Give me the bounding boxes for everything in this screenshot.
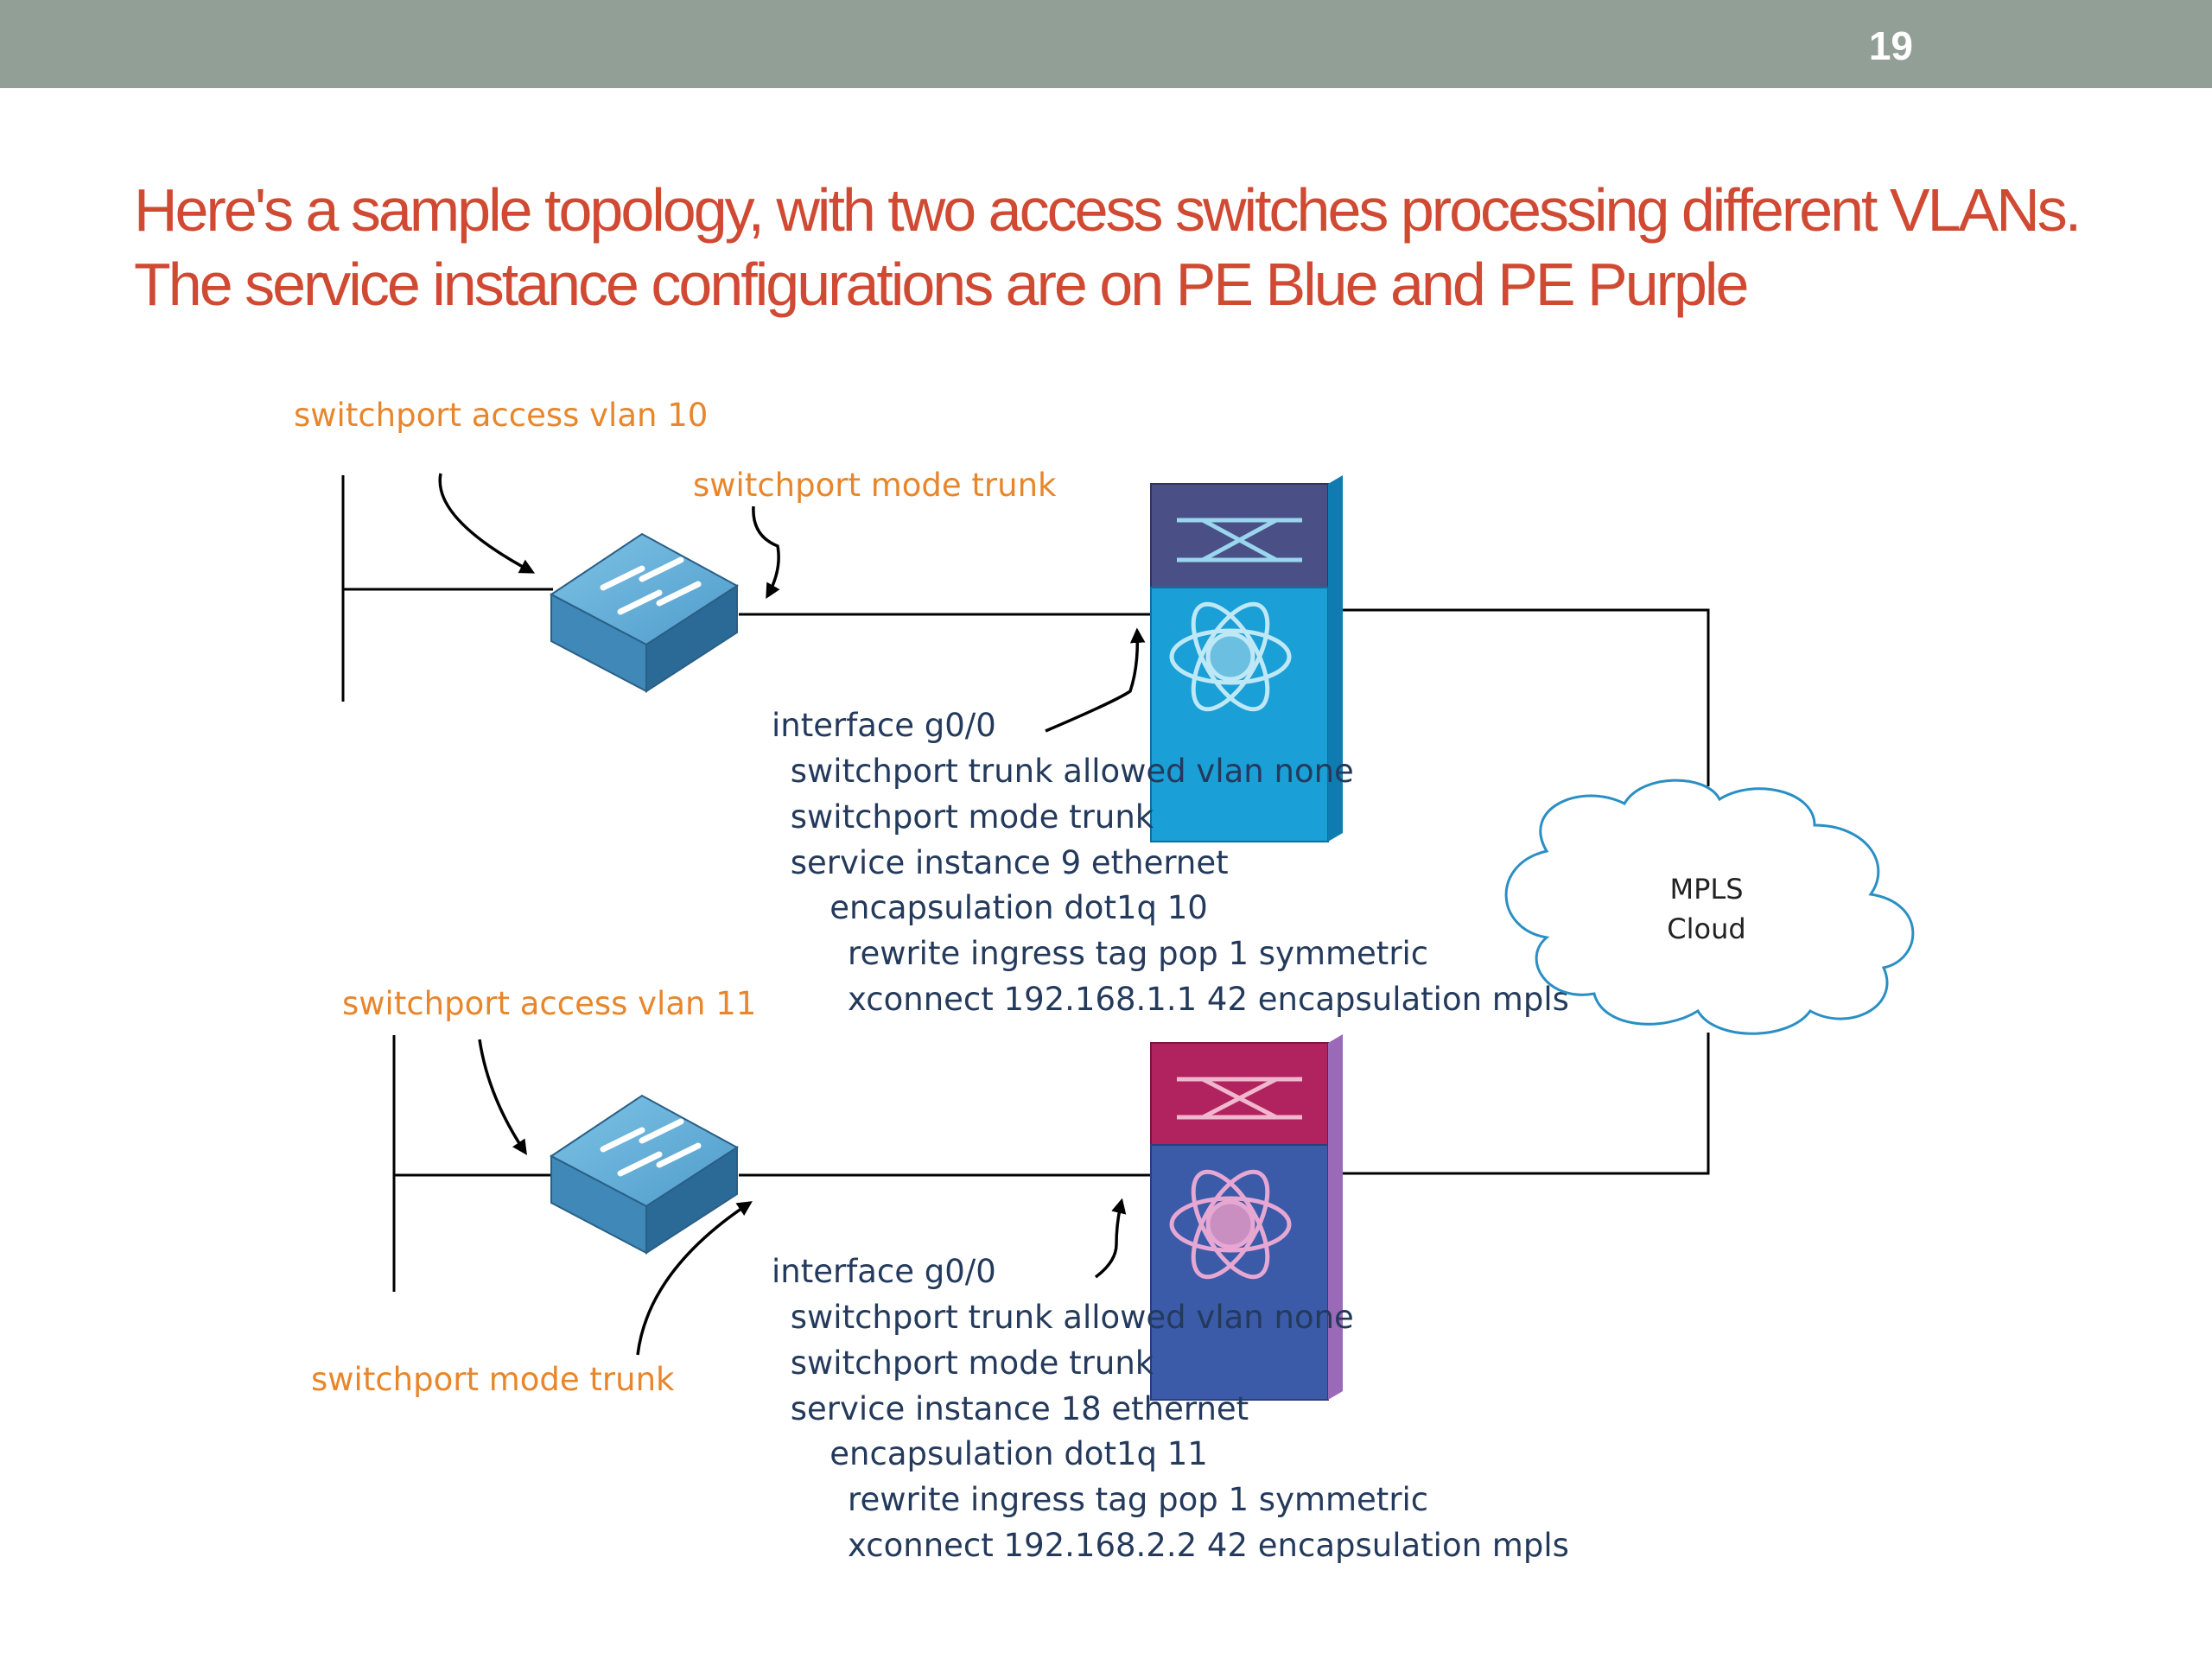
bottom-trunk-label: switchport mode trunk [311,1361,675,1398]
bottom-config-block: interface g0/0 switchport trunk allowed … [772,1253,1569,1564]
top-trunk-label: switchport mode trunk [693,467,1057,504]
router-star-icon [1169,1169,1292,1280]
top-segment: switchport access vlan 10 switchport mod… [294,397,1710,1018]
top-config-line: switchport trunk allowed vlan none [780,753,1354,790]
top-config-line: xconnect 192.168.1.1 42 encapsulation mp… [807,981,1569,1018]
cloud-label-line-1: MPLS [1669,873,1743,906]
top-config-line: rewrite ingress tag pop 1 symmetric [807,935,1428,972]
bottom-access-label: switchport access vlan 11 [342,985,756,1022]
top-access-switch [550,532,739,693]
top-config-line: switchport mode trunk [780,798,1154,836]
pe-blue-router [1150,475,1343,842]
bottom-config-line: xconnect 192.168.2.2 42 encapsulation mp… [807,1527,1569,1564]
bottom-access-arrow [478,1039,527,1155]
top-config-line: service instance 9 ethernet [780,844,1229,881]
bottom-pe-cloud-link [1332,1033,1710,1175]
top-access-arrow [438,473,536,574]
top-config-line: encapsulation dot1q 10 [799,889,1208,926]
title-line-1: Here's a sample topology, with two acces… [134,176,2082,244]
mpls-cloud: MPLS Cloud [1504,779,1915,1035]
top-config-line: interface g0/0 [772,707,996,744]
slide-title: Here's a sample topology, with two acces… [134,173,2121,321]
bottom-segment: switchport access vlan 11 switchport mod… [311,985,1710,1564]
switching-fabric-icon [1177,518,1302,563]
slide-number: 19 [1868,23,1913,68]
bottom-config-line: interface g0/0 [772,1253,996,1290]
slide-header-bar: 19 [0,0,2212,88]
pe-purple-router [1150,1034,1343,1401]
switching-fabric-icon [1177,1077,1302,1120]
switch-arrows-icon [600,556,702,615]
bottom-config-line: encapsulation dot1q 11 [799,1435,1208,1472]
bottom-config-line: rewrite ingress tag pop 1 symmetric [807,1481,1428,1518]
router-star-icon [1169,601,1292,712]
title-line-2: The service instance configurations are … [134,251,1749,318]
top-config-block: interface g0/0 switchport trunk allowed … [772,707,1569,1018]
cloud-label-line-2: Cloud [1667,912,1745,945]
bottom-config-line: switchport mode trunk [780,1344,1154,1382]
top-interface-arrow [1045,627,1146,733]
bottom-config-line: switchport trunk allowed vlan none [780,1299,1354,1336]
bottom-access-switch [550,1094,739,1255]
bottom-interface-arrow [1094,1198,1127,1279]
switch-arrows-icon [600,1118,702,1177]
bottom-trunk-arrow [636,1201,753,1356]
top-access-label: switchport access vlan 10 [294,397,708,434]
top-trunk-arrow [752,505,780,600]
top-pe-cloud-link [1332,608,1710,786]
bottom-config-line: service instance 18 ethernet [780,1390,1249,1427]
